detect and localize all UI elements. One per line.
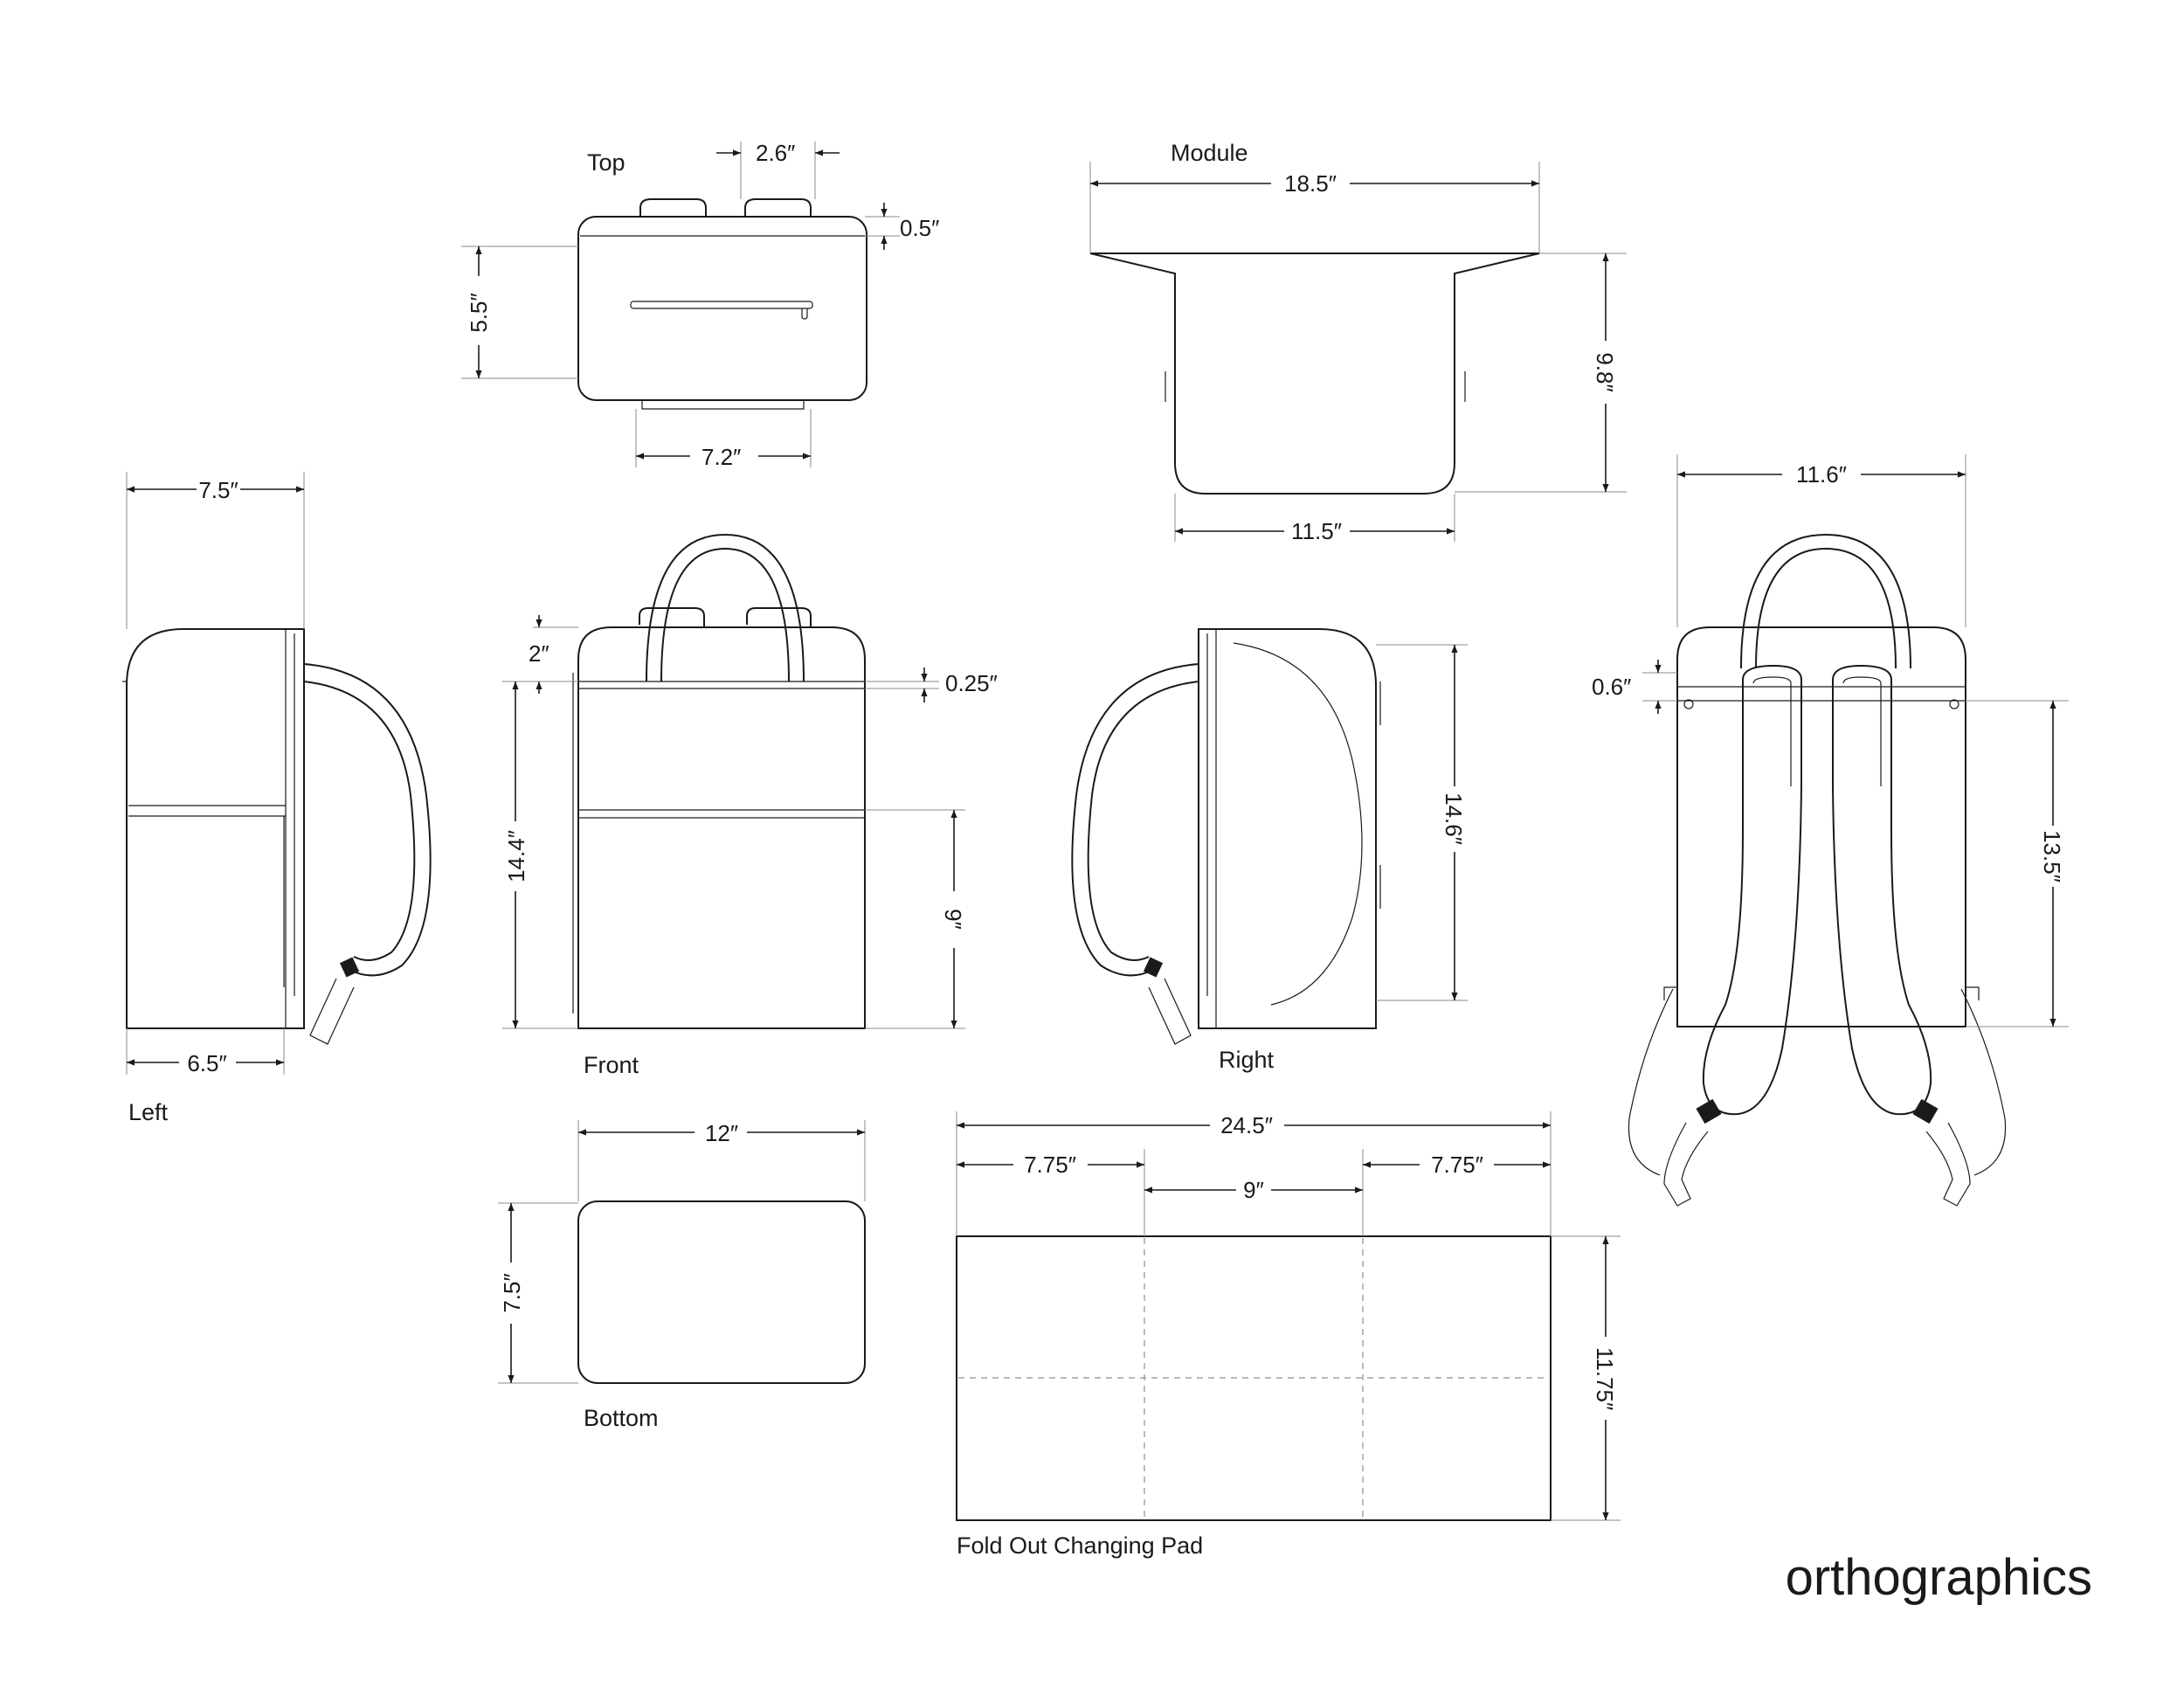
front-view: 2″ 0.25″ 14.4″ 9″ Front <box>502 533 998 1078</box>
right-strap-buckle <box>1143 957 1164 978</box>
dim-pad-right-panel: 7.75″ <box>1431 1152 1483 1178</box>
front-handle-inner <box>660 547 790 682</box>
back-rivet-right <box>1949 699 1959 709</box>
dim-front-seam: 0.25″ <box>945 670 998 696</box>
left-strap-tail <box>309 978 355 1045</box>
back-body-outline <box>1676 626 1966 1027</box>
back-left-buckle <box>1696 1098 1722 1124</box>
back-left-anchor <box>1663 986 1677 1000</box>
left-view: 7.5″ 6.5″ Left <box>122 472 432 1125</box>
left-strap-inner <box>303 681 416 961</box>
dim-module-base-width: 11.5″ <box>1291 518 1342 544</box>
back-right-buckle <box>1912 1098 1939 1124</box>
dim-right-height: 14.6″ <box>1441 792 1467 845</box>
back-left-strap-tail <box>1663 1122 1709 1207</box>
dim-module-height: 9.8″ <box>1592 352 1618 391</box>
left-pocket-seam <box>128 805 286 817</box>
dim-front-pocket-height: 9″ <box>940 909 966 930</box>
left-strap-buckle <box>339 957 360 978</box>
top-base-strap <box>641 400 805 410</box>
back-handle-outer <box>1740 533 1911 669</box>
module-outline <box>1089 253 1540 495</box>
dim-bottom-depth: 7.5″ <box>499 1273 525 1312</box>
top-body-outline <box>577 216 867 401</box>
top-handle-right <box>744 198 812 217</box>
dim-top-depth: 5.5″ <box>466 293 492 332</box>
dim-top-lip: 0.5″ <box>900 215 939 241</box>
back-right-anchor <box>1966 986 1980 1000</box>
back-right-strap-loop <box>1960 988 2007 1176</box>
front-view-label: Front <box>584 1052 639 1078</box>
left-strap-outer <box>303 663 432 977</box>
dim-top-base-width: 7.2″ <box>702 444 741 470</box>
dim-left-top-depth: 7.5″ <box>198 477 238 503</box>
front-body-outline <box>577 626 866 1029</box>
module-view: Module 18.5″ 9.8″ 11.5″ <box>1089 140 1627 544</box>
back-right-strap-pad <box>1832 664 1932 1116</box>
dim-left-bottom-depth: 6.5″ <box>187 1050 226 1076</box>
right-strap-inner <box>1087 681 1199 961</box>
top-handle-left <box>639 198 707 217</box>
bottom-outline <box>577 1200 866 1384</box>
right-zipper-strip <box>1198 628 1217 1029</box>
changing-pad-outline <box>956 1235 1552 1521</box>
sheet-title: orthographics <box>1786 1549 2092 1606</box>
top-zipper-pull <box>801 308 808 320</box>
right-strap-tail <box>1148 978 1192 1045</box>
front-handle-outer <box>646 533 805 682</box>
right-panel-curve <box>1233 642 1363 1006</box>
bottom-view-label: Bottom <box>584 1405 659 1431</box>
back-left-strap-loop <box>1628 988 1674 1176</box>
dim-back-width: 11.6″ <box>1796 461 1847 488</box>
dim-bottom-width: 12″ <box>705 1120 738 1146</box>
bottom-view: 12″ 7.5″ Bottom <box>498 1120 866 1431</box>
back-view: 11.6″ 0.6″ 13.5″ <box>1592 454 2069 1207</box>
back-left-strap-stitch <box>1752 676 1792 786</box>
left-body-outline <box>126 628 305 1029</box>
right-body-outline <box>1198 628 1377 1029</box>
top-zipper <box>630 301 813 309</box>
dim-back-cap-height: 0.6″ <box>1592 674 1631 700</box>
dim-pad-overall-width: 24.5″ <box>1220 1112 1273 1138</box>
back-right-strap-stitch <box>1842 676 1882 786</box>
dim-top-handle-spacing: 2.6″ <box>756 140 795 166</box>
dim-front-body-height: 14.4″ <box>503 830 529 882</box>
right-strap-outer <box>1071 663 1199 977</box>
changing-pad-view: 24.5″ 7.75″ 9″ 7.75″ 11.75″ Fold Out Cha… <box>956 1111 1621 1559</box>
back-rivet-left <box>1683 699 1694 709</box>
changing-pad-label: Fold Out Changing Pad <box>957 1532 1203 1559</box>
top-view-label: Top <box>587 149 625 176</box>
dim-module-overall-width: 18.5″ <box>1284 170 1337 197</box>
dim-back-panel-height: 13.5″ <box>2039 830 2065 882</box>
left-zipper-strip <box>285 628 305 1029</box>
dim-pad-center-panel: 9″ <box>1243 1177 1264 1203</box>
back-left-strap-pad <box>1702 664 1802 1116</box>
dim-pad-left-panel: 7.75″ <box>1024 1152 1076 1178</box>
right-view-label: Right <box>1219 1047 1275 1073</box>
top-view: Top 2.6″ 0.5″ 5.5″ 7.2″ <box>461 140 939 470</box>
dim-front-cap-height: 2″ <box>529 640 549 667</box>
front-handle-base-left <box>639 607 705 627</box>
front-handle-base-right <box>746 607 812 627</box>
back-handle-inner <box>1755 547 1897 669</box>
back-right-strap-tail <box>1925 1122 1971 1207</box>
left-view-label: Left <box>128 1099 169 1125</box>
right-view: 14.6″ Right <box>1071 628 1468 1073</box>
dim-pad-height: 11.75″ <box>1592 1347 1618 1410</box>
module-view-label: Module <box>1171 140 1248 166</box>
